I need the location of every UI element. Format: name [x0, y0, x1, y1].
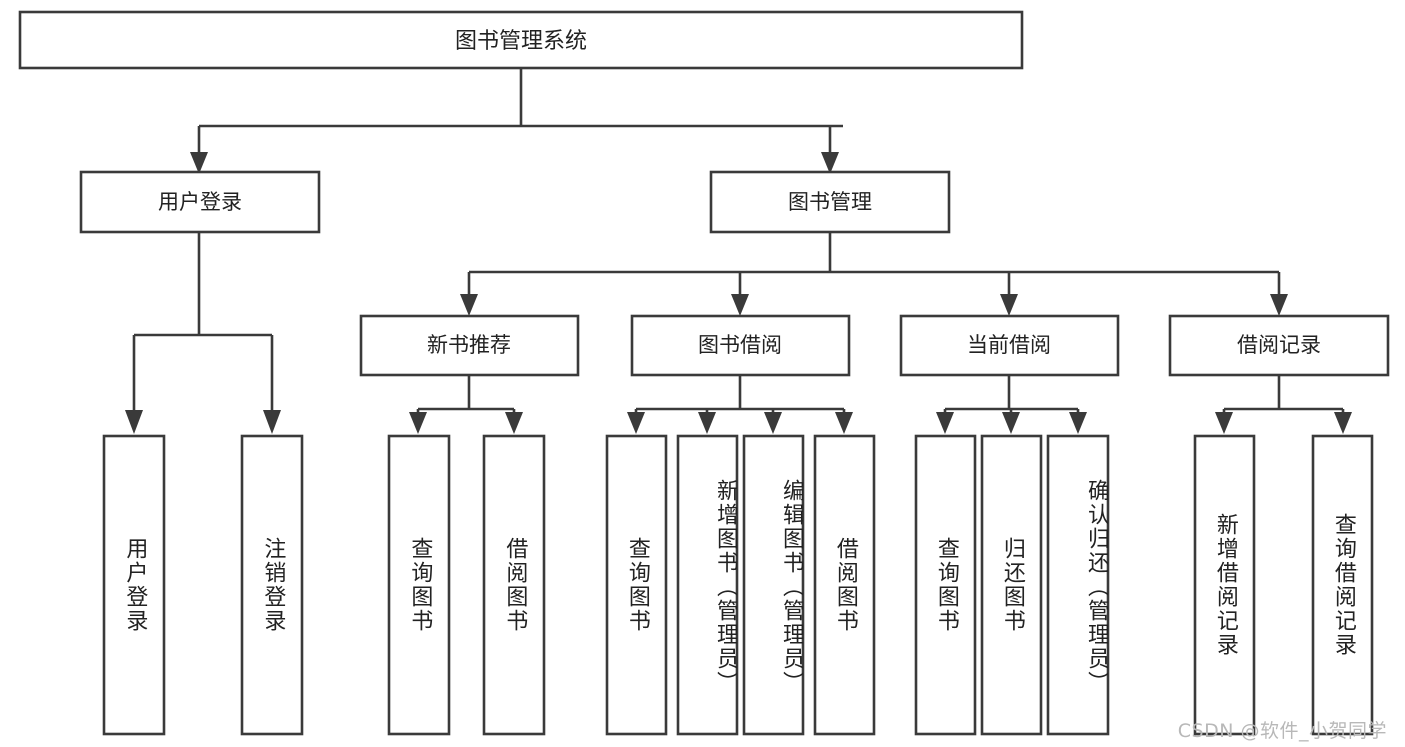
node-root-label: 图书管理系统 — [455, 29, 587, 54]
leaf-borrow-book-recommend[interactable] — [482, 434, 546, 736]
edge-root-to-level2-bus — [190, 68, 843, 174]
edge-book-manage-to-level3-bus — [460, 232, 1288, 316]
arrow-to-leaf-user-login — [125, 410, 143, 434]
node-current-borrow[interactable]: 当前借阅 — [899, 314, 1120, 377]
node-book-manage[interactable]: 图书管理 — [709, 170, 951, 234]
arrow-to-borrow-record — [1270, 294, 1288, 316]
edge-borrow-record-to-leaves — [1215, 375, 1352, 434]
leaf-add-borrow-record[interactable] — [1193, 434, 1256, 736]
node-new-book-recommend-label: 新书推荐 — [427, 333, 511, 357]
watermark-text: CSDN @软件_小贺同学 — [1177, 720, 1387, 742]
arrow-to-leaf-logout — [263, 410, 281, 434]
edge-new-book-to-leaves — [409, 375, 523, 434]
node-user-login-label: 用户登录 — [158, 190, 242, 214]
node-user-login[interactable]: 用户登录 — [79, 170, 321, 234]
node-book-borrow[interactable]: 图书借阅 — [630, 314, 851, 377]
arrow-to-user-login — [190, 152, 208, 174]
leaf-add-book-admin[interactable] — [676, 434, 739, 736]
node-borrow-record[interactable]: 借阅记录 — [1168, 314, 1390, 377]
node-current-borrow-label: 当前借阅 — [967, 333, 1051, 357]
node-book-manage-label: 图书管理 — [788, 190, 872, 214]
leaf-query-book-current[interactable] — [914, 434, 977, 736]
node-root[interactable]: 图书管理系统 — [18, 10, 1024, 70]
leaf-query-book-recommend[interactable] — [387, 434, 451, 736]
edge-user-login-to-leaves — [125, 232, 281, 434]
leaf-query-book-borrow[interactable] — [605, 434, 668, 736]
arrow-to-current-borrow — [1000, 294, 1018, 316]
leaf-borrow-book[interactable] — [813, 434, 876, 736]
leaf-confirm-return-admin[interactable] — [1046, 434, 1110, 736]
node-book-borrow-label: 图书借阅 — [698, 333, 782, 357]
node-borrow-record-label: 借阅记录 — [1237, 333, 1321, 357]
arrow-to-book-manage — [821, 152, 839, 174]
arrow-to-new-book — [460, 294, 478, 316]
leaf-logout[interactable] — [240, 434, 304, 736]
arrow-to-book-borrow — [731, 294, 749, 316]
edge-current-borrow-to-leaves — [936, 375, 1087, 434]
leaf-return-book[interactable] — [980, 434, 1043, 736]
leaf-user-login[interactable] — [102, 434, 166, 736]
edge-book-borrow-to-leaves — [627, 375, 853, 434]
node-new-book-recommend[interactable]: 新书推荐 — [359, 314, 580, 377]
leaf-edit-book-admin[interactable] — [742, 434, 805, 736]
leaf-query-borrow-record[interactable] — [1311, 434, 1374, 736]
